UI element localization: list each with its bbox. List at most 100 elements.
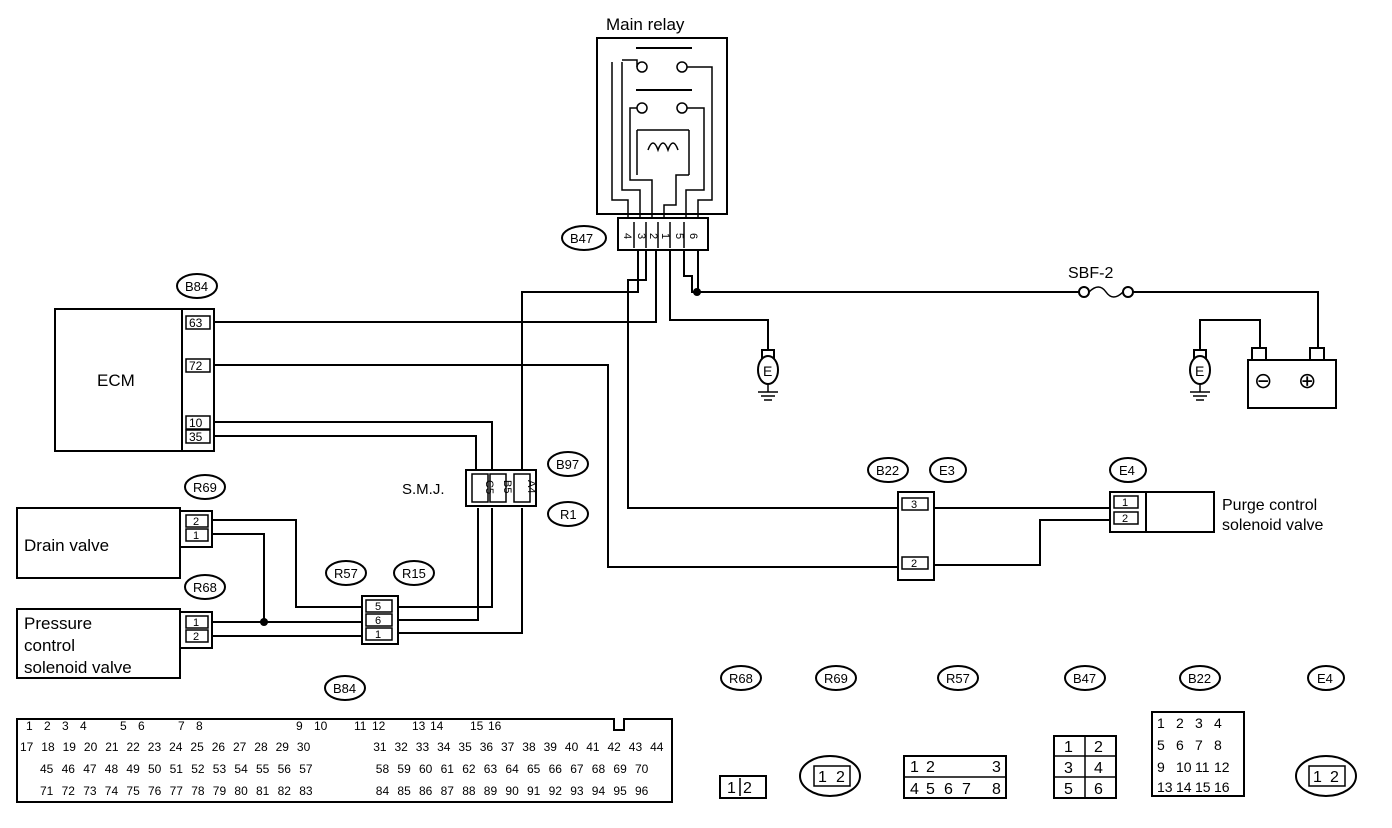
smj-pin: A4 xyxy=(525,480,537,493)
b47-view-pin: 2 xyxy=(1094,739,1103,756)
b22-label: B22 xyxy=(876,463,899,478)
ecm-pin: 63 xyxy=(189,316,203,330)
pressure-valve-label: Pressure xyxy=(24,614,92,633)
battery-negative-icon: ⊖ xyxy=(1254,368,1272,393)
drain-valve: Drain valve 2 1 R69 xyxy=(16,474,226,579)
b84-pin: 59 xyxy=(397,762,411,776)
ecm: ECM B84 63 72 10 35 xyxy=(54,273,218,452)
small-connector-b47: B47 1 2 3 4 5 6 xyxy=(1053,665,1117,799)
drain-valve-pin: 1 xyxy=(193,530,199,542)
b84-pin: 64 xyxy=(505,762,519,776)
e4-pin: 2 xyxy=(1330,769,1339,786)
r57-view-pin: 7 xyxy=(962,781,971,798)
r57-pin: 5 xyxy=(375,601,381,613)
b84-pin: 7 xyxy=(178,719,185,733)
b84-pin: 77 xyxy=(170,784,184,798)
b47-view-pin: 1 xyxy=(1064,739,1073,756)
b84-pin: 46 xyxy=(62,762,76,776)
b84-pin: 22 xyxy=(127,740,141,754)
b84-pin: 74 xyxy=(105,784,119,798)
b84-pin: 50 xyxy=(148,762,162,776)
b84-pin: 76 xyxy=(148,784,162,798)
smj-connector-bottom: R1 xyxy=(560,507,577,522)
wires xyxy=(212,250,1319,637)
r57-view-pin: 5 xyxy=(926,781,935,798)
b84-pin: 42 xyxy=(608,740,622,754)
b84-pin: 28 xyxy=(254,740,268,754)
b84-pin: 86 xyxy=(419,784,433,798)
smj-pin: C5 xyxy=(483,480,495,494)
b84-pin: 80 xyxy=(234,784,248,798)
battery: ⊖ ⊕ xyxy=(1247,347,1337,409)
b84-pin: 18 xyxy=(41,740,55,754)
r15-label: R15 xyxy=(402,566,426,581)
b47-view-pin: 3 xyxy=(1064,760,1073,777)
b84-pin: 63 xyxy=(484,762,498,776)
b84-pin: 21 xyxy=(105,740,119,754)
b84-pin: 55 xyxy=(256,762,270,776)
b84-pin: 61 xyxy=(441,762,455,776)
small-connector-r69: R69 1 2 xyxy=(799,665,861,797)
b84-pin: 78 xyxy=(191,784,205,798)
big-connector-label: B84 xyxy=(333,681,356,696)
fuse: SBF-2 xyxy=(1068,265,1134,298)
pressure-control-valve: Pressure control solenoid valve 1 2 R68 xyxy=(16,574,226,679)
r69-pin: 2 xyxy=(836,769,845,786)
b84-pin: 40 xyxy=(565,740,579,754)
b84-pin: 88 xyxy=(462,784,476,798)
main-relay: Main relay 4 3 2 1 5 6 xyxy=(561,15,728,251)
b22-view-pin: 1 xyxy=(1157,715,1165,731)
b84-pin: 71 xyxy=(40,784,54,798)
b84-pin: 96 xyxy=(635,784,649,798)
b84-pin: 53 xyxy=(213,762,227,776)
b84-pin: 5 xyxy=(120,719,127,733)
b22-view-pin: 5 xyxy=(1157,737,1165,753)
r57-view-pin: 3 xyxy=(992,759,1001,776)
r69-label: R69 xyxy=(824,671,848,686)
b84-pin: 27 xyxy=(233,740,247,754)
b84-pin: 29 xyxy=(276,740,290,754)
b84-pin: 35 xyxy=(458,740,472,754)
pressure-valve-pin: 1 xyxy=(193,617,199,629)
b84-pin: 62 xyxy=(462,762,476,776)
b84-pin: 44 xyxy=(650,740,664,754)
relay-pin: 1 xyxy=(659,233,671,239)
b84-pin: 82 xyxy=(278,784,292,798)
b84-pin: 70 xyxy=(635,762,649,776)
b84-pin: 30 xyxy=(297,740,311,754)
battery-positive-icon: ⊕ xyxy=(1298,368,1316,393)
pressure-valve-connector: R68 xyxy=(193,580,217,595)
b84-pin: 20 xyxy=(84,740,98,754)
b84-pin: 12 xyxy=(372,719,386,733)
b84-pin: 25 xyxy=(190,740,204,754)
b84-pin: 26 xyxy=(212,740,226,754)
b22-view-pin: 7 xyxy=(1195,737,1203,753)
r57-view-pin: 8 xyxy=(992,781,1001,798)
b22-pin: 2 xyxy=(911,558,917,570)
smj-connector-top: B97 xyxy=(556,457,579,472)
b84-pin: 58 xyxy=(376,762,390,776)
b84-pin: 56 xyxy=(278,762,292,776)
b84-pin: 52 xyxy=(191,762,205,776)
b22-view-pin: 16 xyxy=(1214,779,1230,795)
b22-view-pin: 12 xyxy=(1214,759,1230,775)
small-connector-e4: E4 1 2 xyxy=(1295,665,1357,797)
b22-view-pin: 2 xyxy=(1176,715,1184,731)
b84-pin: 3 xyxy=(62,719,69,733)
r57-pin: 6 xyxy=(375,615,381,627)
b84-pin: 9 xyxy=(296,719,303,733)
b84-pin: 32 xyxy=(395,740,409,754)
b84-pin: 33 xyxy=(416,740,430,754)
ground-label: E xyxy=(763,363,772,379)
purge-control-valve: 1 2 E4 Purge control solenoid valve xyxy=(1109,457,1324,534)
b84-pin: 41 xyxy=(586,740,600,754)
b22-view-pin: 6 xyxy=(1176,737,1184,753)
b84-pin: 93 xyxy=(570,784,584,798)
r68-pin: 1 xyxy=(727,780,736,797)
b84-pin: 87 xyxy=(441,784,455,798)
ecm-pin: 72 xyxy=(189,359,203,373)
purge-valve-connector: E4 xyxy=(1119,463,1135,478)
pressure-valve-label: control xyxy=(24,636,75,655)
